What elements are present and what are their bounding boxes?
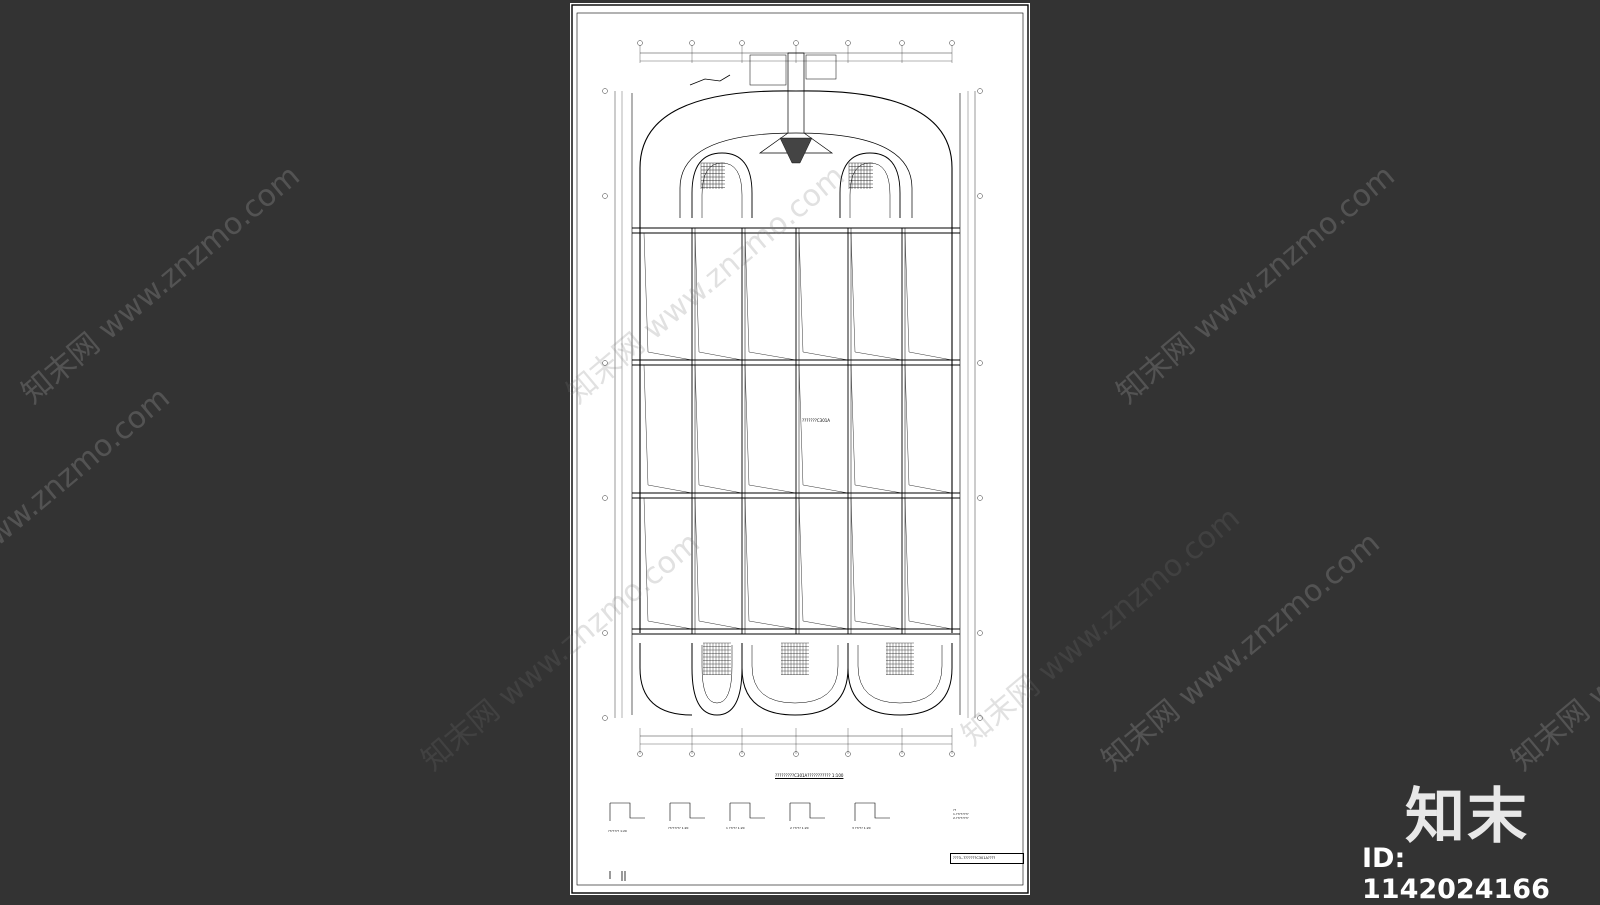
grid-bubble [977,715,983,721]
detail-label-2: ???????? 1:20 [668,826,689,830]
grid-bubble [977,193,983,199]
top-structure [749,54,787,86]
drawing-notes: ?? 1.???????? 2.???????? [953,808,969,820]
watermark-text: 知末网 www.znzmo.com [1110,158,1402,411]
slab-line [744,497,797,630]
slab-line [904,364,953,494]
slab-line [798,364,849,494]
floor-plan-drawing [571,4,1029,894]
slab-line [798,497,849,630]
grid-bubble [949,40,955,46]
drawing-main-title: ?????????C301A??????????? 1:100 [775,773,844,778]
grid-bubble [637,40,643,46]
watermark-text: 知末网 www.znzmo.com [15,158,307,411]
drawing-sheet: ???????C301A ?????????C301A??????????? 1… [570,3,1030,895]
slab-line [643,364,693,494]
grid-bubble [602,630,608,636]
bottom-lobe [701,645,733,704]
slab-line [643,232,693,361]
slab-line [643,497,693,630]
building-outline [639,90,953,228]
grid-bubble [739,40,745,46]
grid-bubble [602,495,608,501]
grid-bubble [977,495,983,501]
detail-label-5: 3 ????? 1:20 [852,826,871,830]
stair-outline [689,74,731,86]
slab-line [694,232,743,361]
bottom-lobe [691,643,743,716]
detail-label-3: 1 ????? 1:20 [726,826,745,830]
inner-border [576,12,1024,886]
detail-sketch [610,802,645,819]
vault-arch [839,152,901,218]
grid-bubble [899,40,905,46]
slab-line [694,364,743,494]
slab-line [744,232,797,361]
slab-line [850,364,903,494]
grid-bubble [977,360,983,366]
grid-bubble [602,360,608,366]
detail-sketch [855,802,890,819]
watermark-text: 知末网 www.znzmo.com [0,380,177,632]
top-structure [805,54,837,80]
detail-label-1: ??????? 1:20 [608,829,627,833]
detail-sketch [790,802,825,819]
vault-arch [679,132,913,218]
watermark-text: 知末网 www.znzmo.com [1095,525,1387,778]
grid-bubble [602,88,608,94]
sheet-border [571,4,1029,894]
bottom-lobe [741,643,849,716]
bottom-lobe [857,645,943,704]
detail-label-4: 2 ????? 1:20 [790,826,809,830]
vault-arch [691,152,753,218]
bottom-lobe [847,643,953,716]
slab-line [904,497,953,630]
slab-line [694,497,743,630]
grid-bubble [602,715,608,721]
detail-sketch [670,802,705,819]
central-stem-hatch [779,137,813,164]
watermark-text: 知末网 www.znzmo.com [1505,525,1600,778]
grid-bubble [689,40,695,46]
bottom-lobe [639,643,693,716]
grid-bubble [977,88,983,94]
grid-bubble [602,193,608,199]
detail-sketch [730,802,765,819]
slab-line [850,497,903,630]
grid-bubble [977,630,983,636]
brand-logo: 知末 [1405,782,1529,852]
asset-id-label: ID: 1142024166 [1362,843,1550,905]
grid-bubble [845,40,851,46]
slab-line [744,364,797,494]
drawing-center-label: ???????C301A [802,418,831,423]
slab-line [798,232,849,361]
central-stem [758,52,834,154]
slab-line [904,232,953,361]
slab-line [850,232,903,361]
grid-bubble [793,40,799,46]
bottom-lobe [751,645,839,704]
title-block: ???3--???????C301A???? [950,853,1024,864]
title-block-text: ???3--???????C301A???? [953,856,996,860]
